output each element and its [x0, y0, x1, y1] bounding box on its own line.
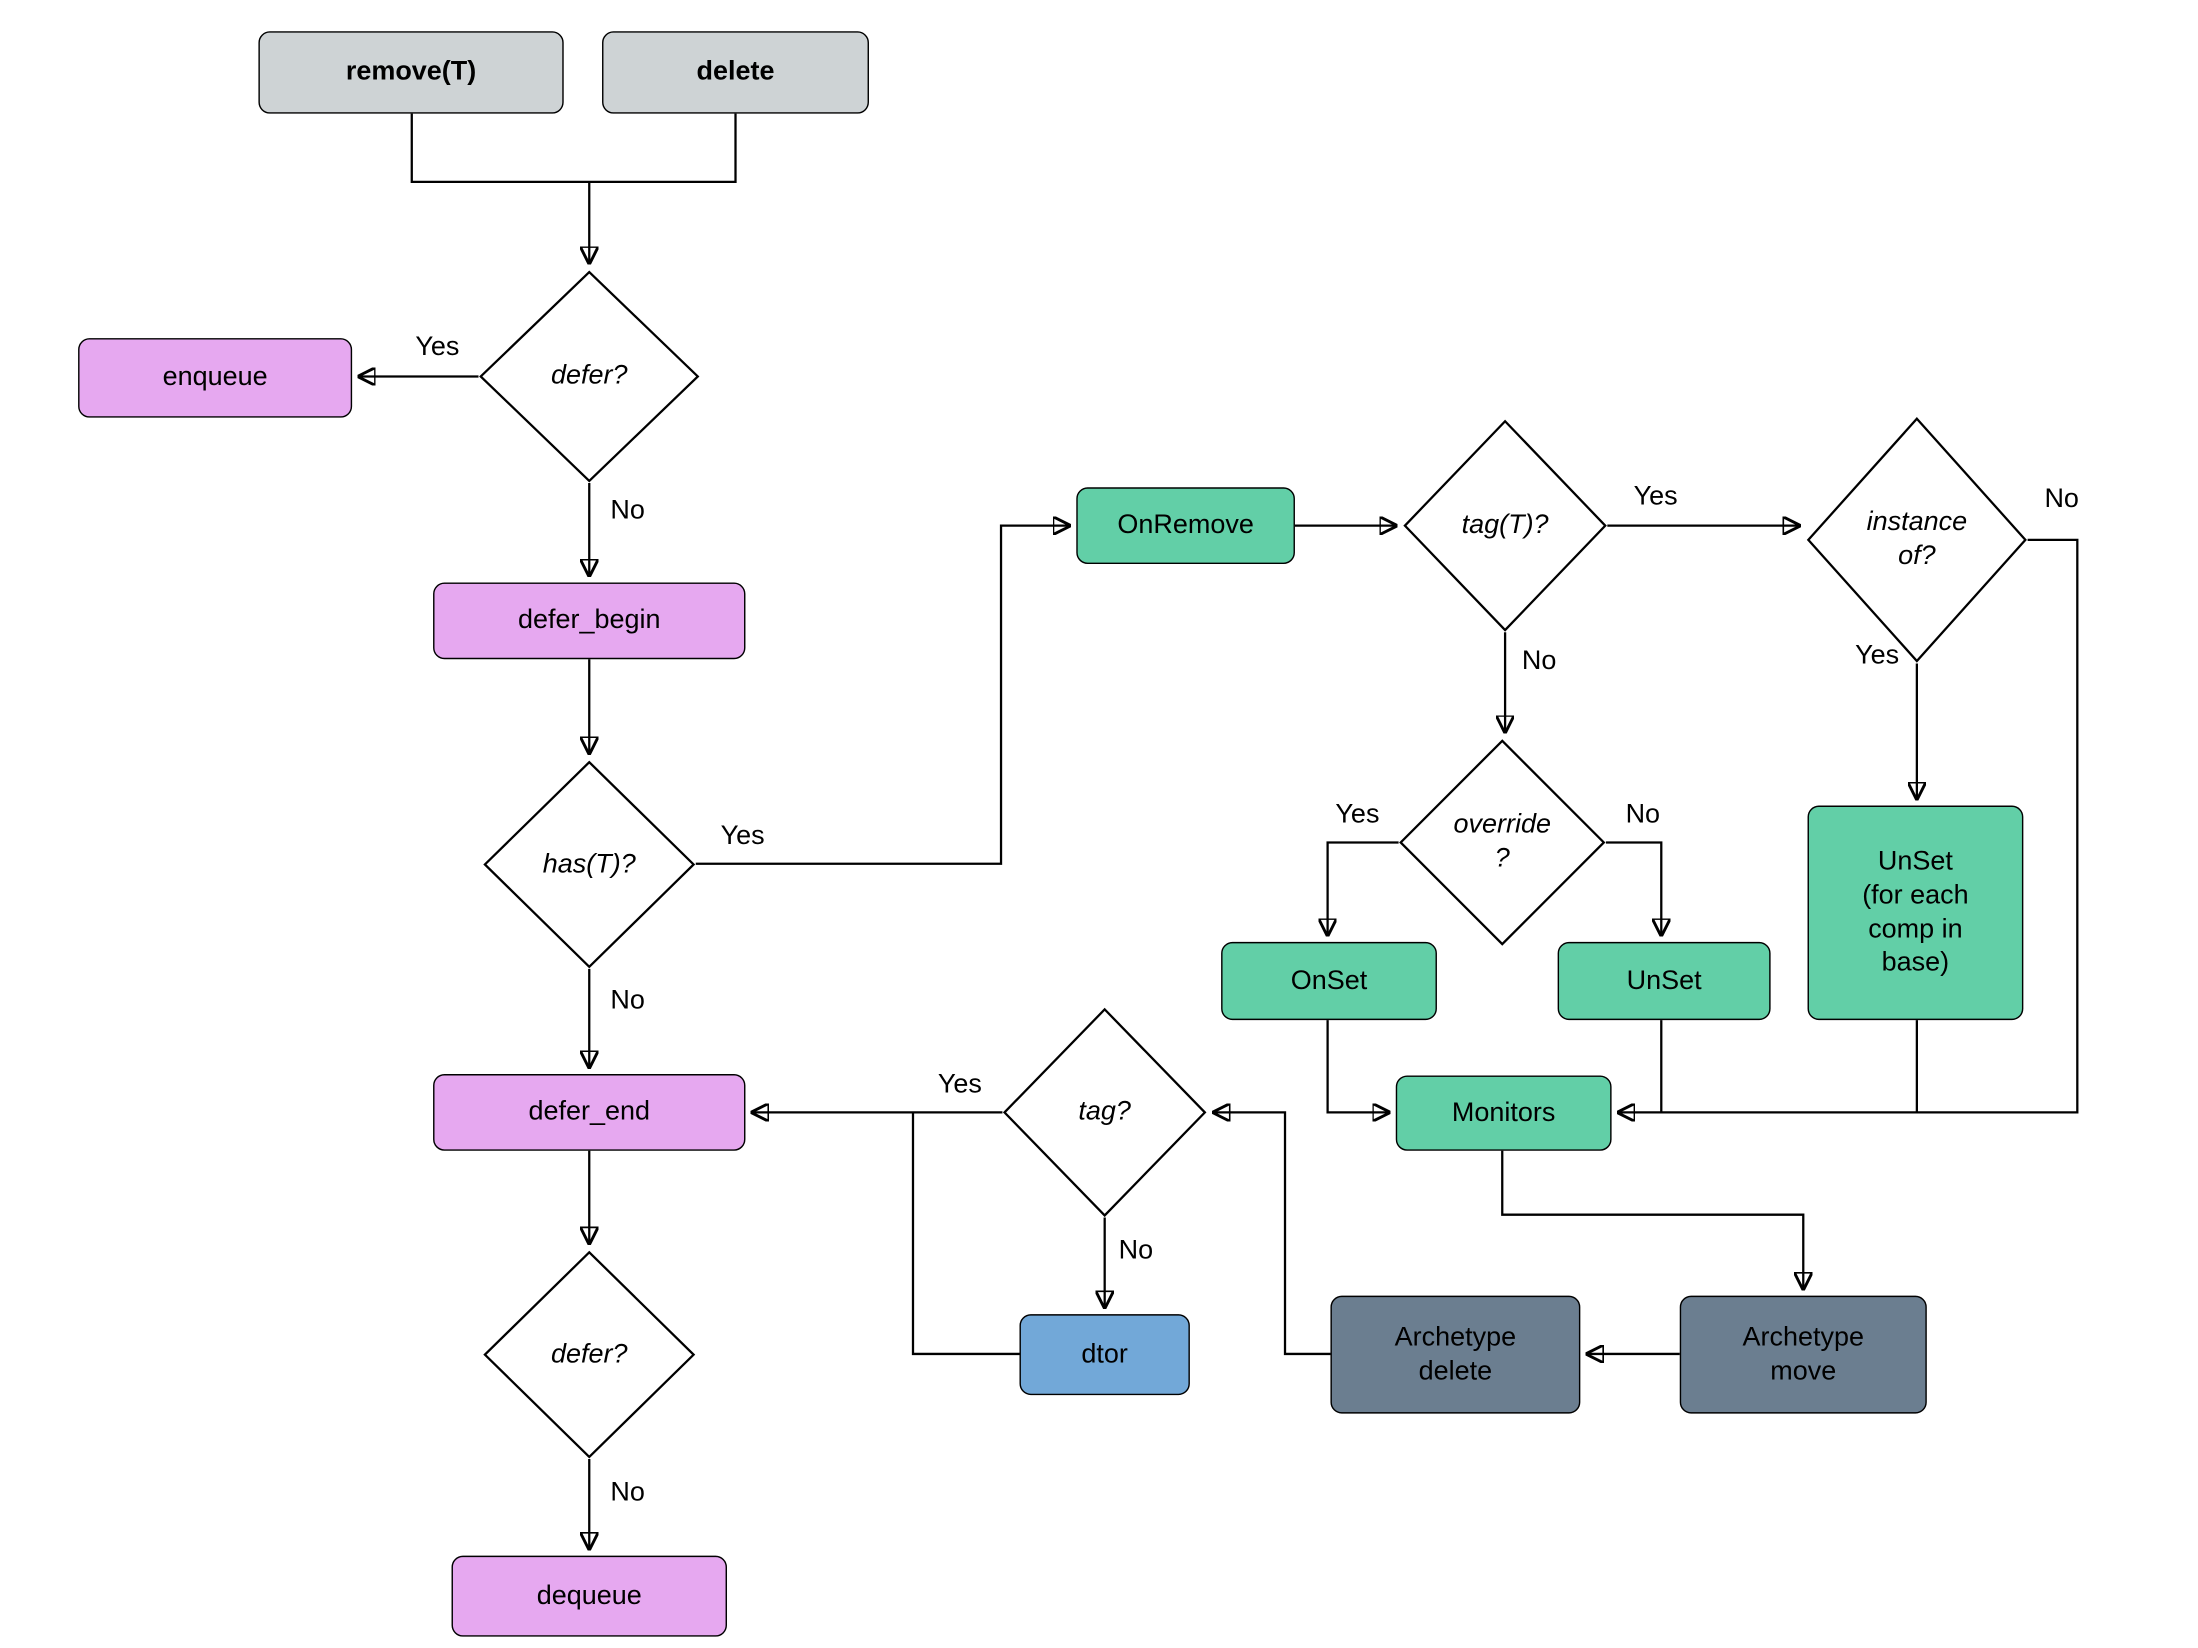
diamond-shape — [1806, 416, 2028, 663]
node-unset: UnSet — [1557, 941, 1771, 1021]
node-dequeue: dequeue — [451, 1555, 727, 1637]
node-enqueue: enqueue — [78, 338, 353, 418]
diamond-label: tag(T)? — [1461, 510, 1549, 541]
edge-label-defer1-no: No — [610, 495, 645, 526]
edge-label-hast-yes: Yes — [720, 821, 765, 851]
edge-label-tag-yes: Yes — [937, 1069, 982, 1100]
diamond-shape — [1399, 739, 1606, 946]
diamond-label: has(T)? — [542, 849, 636, 879]
diamond-label: defer? — [551, 1339, 628, 1370]
edge-label-defer1-yes: Yes — [415, 332, 460, 363]
diamond-label: tag? — [1078, 1096, 1131, 1127]
diamond-shape — [483, 1250, 696, 1459]
node-defer2-decision: defer? — [483, 1250, 696, 1459]
edge-label-tag-no: No — [1118, 1236, 1154, 1266]
edge-label-override-no: No — [1625, 799, 1661, 830]
diamond-label: instance of? — [1866, 507, 1968, 572]
node-dtor: dtor — [1019, 1314, 1190, 1396]
node-archetype-delete: Archetype delete — [1330, 1295, 1581, 1414]
edge-label-hast-no: No — [610, 985, 645, 1016]
node-instanceof-decision: instance of? — [1806, 416, 2028, 663]
edge-label-tagt-no: No — [1521, 646, 1557, 677]
edge-label-instanceof-yes: Yes — [1855, 640, 1900, 671]
edge-monitors-archetypemove — [1501, 1150, 1803, 1289]
node-unset-base: UnSet (for each comp in base) — [1807, 805, 2024, 1021]
node-tagt-decision: tag(T)? — [1403, 419, 1607, 632]
edge-merge-bracket — [410, 113, 737, 183]
diamond-shape — [1002, 1007, 1206, 1217]
edge-override-yes-onset — [1328, 841, 1399, 934]
edge-override-no-unset — [1605, 841, 1661, 934]
edge-label-tagt-yes: Yes — [1633, 481, 1678, 512]
edge-onset-monitors — [1326, 1020, 1389, 1112]
node-monitors: Monitors — [1395, 1075, 1612, 1151]
diamond-label: override ? — [1453, 810, 1551, 874]
diamond-shape — [479, 270, 701, 483]
edge-label-instanceof-no: No — [2044, 484, 2079, 515]
node-onset: OnSet — [1221, 941, 1437, 1021]
diamond-shape — [1403, 419, 1607, 632]
edge-label-override-yes: Yes — [1335, 799, 1380, 830]
diamond-shape — [483, 760, 696, 969]
node-remove: remove(T) — [258, 31, 564, 114]
diamond-label: defer? — [551, 361, 628, 391]
node-tag-decision: tag? — [1002, 1007, 1206, 1217]
node-override-decision: override ? — [1399, 739, 1606, 946]
node-defer1-decision: defer? — [479, 270, 701, 483]
node-delete: delete — [602, 31, 869, 114]
node-archetype-move: Archetype move — [1679, 1295, 1927, 1414]
edge-label-defer2-no: No — [610, 1477, 645, 1508]
node-onremove: OnRemove — [1076, 487, 1295, 565]
node-hast-decision: has(T)? — [483, 760, 696, 969]
edge-archetypedelete-tag — [1214, 1112, 1331, 1356]
edge-hast-yes-onremove — [695, 526, 1069, 865]
node-defer-begin: defer_begin — [433, 582, 746, 660]
node-defer-end: defer_end — [433, 1074, 746, 1151]
